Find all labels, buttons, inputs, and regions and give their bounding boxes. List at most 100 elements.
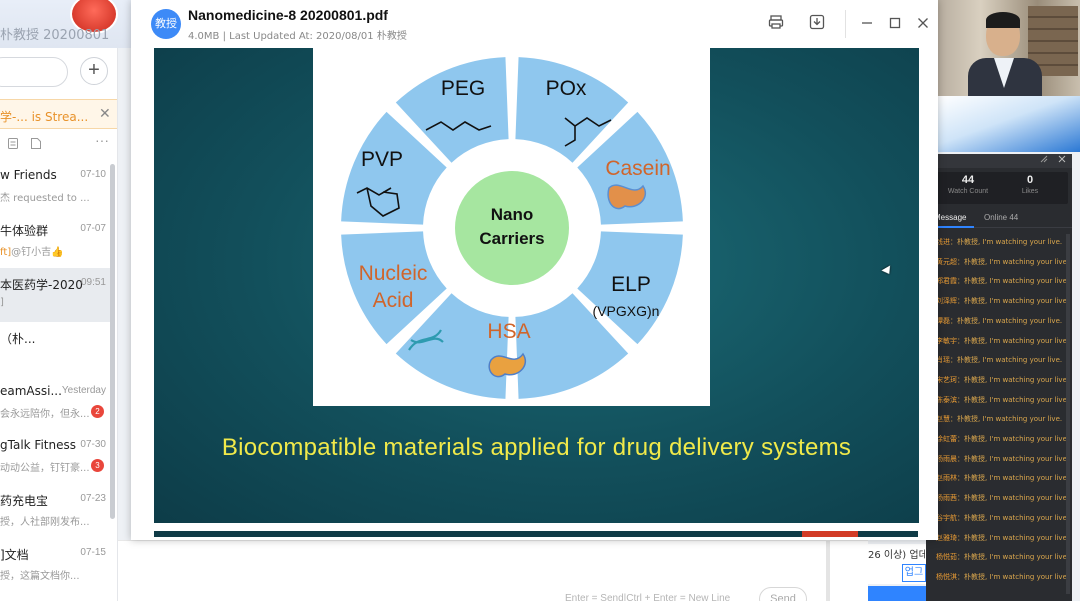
chat-item-name: 牛体验群: [0, 224, 49, 238]
live-message-text: ：朴教授, I'm watching your live.: [957, 257, 1070, 266]
send-button[interactable]: Send: [759, 587, 807, 601]
tab-online[interactable]: Online 44: [984, 213, 1019, 222]
resize-icon[interactable]: [1040, 155, 1048, 166]
wheel-segment: [341, 231, 447, 345]
wheel-segment: [577, 231, 683, 345]
chat-item-name: （朴...: [0, 332, 36, 346]
close-icon[interactable]: [913, 14, 933, 34]
minimize-icon[interactable]: [857, 14, 877, 34]
chat-item-selected[interactable]: 本医药学-2020 09:51 ]: [0, 268, 110, 322]
sidebar-scrollbar[interactable]: [110, 164, 115, 519]
live-stream-notice-text: 学-... is Strea...: [0, 110, 89, 124]
download-icon[interactable]: [807, 14, 827, 34]
close-icon[interactable]: [1058, 155, 1066, 166]
live-message-text: ：朴教授, I'm watching your live.: [957, 474, 1070, 483]
chat-item[interactable]: （朴...: [0, 322, 110, 376]
chat-item[interactable]: 药充电宝 07-23 授，人社部刚发布...: [0, 484, 110, 538]
chat-item-preview: 杰 requested to ...: [0, 193, 90, 204]
live-message-text: ：朴教授, I'm watching your live.: [957, 494, 1070, 503]
center-label-line1: Nano: [491, 205, 534, 224]
chat-item[interactable]: eamAssi... Yesterday 会永远陪你，但永... 2: [0, 376, 110, 430]
user-avatar[interactable]: [70, 0, 118, 34]
more-icon[interactable]: ···: [95, 132, 109, 148]
live-message-author: 陈泰滨: [936, 395, 957, 404]
print-icon[interactable]: [766, 14, 786, 34]
peg-structure-icon: [425, 121, 492, 131]
webcam-view[interactable]: [938, 0, 1080, 152]
document-icon[interactable]: [31, 138, 41, 152]
watch-count-label: Watch Count: [947, 188, 989, 195]
checkbox-icon[interactable]: [8, 138, 18, 152]
slide-progress-bar[interactable]: [154, 531, 918, 537]
chat-item-name: w Friends: [0, 168, 57, 182]
live-message-text: ：朴教授, I'm watching your live.: [957, 435, 1070, 443]
live-message-author: 徐虹蕾: [936, 435, 957, 443]
segment-label-elp: ELP: [611, 273, 651, 296]
close-icon[interactable]: ✕: [99, 105, 111, 121]
slide-progress-marker[interactable]: [802, 531, 858, 537]
live-message: 赵雨林：朴教授, I'm watching your live.: [936, 473, 1069, 483]
chat-item-time: 07-07: [80, 223, 106, 234]
wheel-segment: [515, 57, 629, 163]
chat-input-area[interactable]: Enter = Send|Ctrl + Enter = New Line Sen…: [118, 540, 868, 601]
live-message-text: ：朴教授, I'm watching your live.: [957, 336, 1070, 345]
likes-value: 0: [1026, 174, 1034, 186]
live-message-text: ：朴教授, I'm watching your live.: [957, 454, 1070, 463]
chat-item[interactable]: 牛体验群 07-07 ft]@钉小吉👍: [0, 214, 110, 268]
live-panel-titlebar: [926, 154, 1072, 168]
pdf-header: 教授 Nanomedicine-8 20200801.pdf 4.0MB | L…: [131, 0, 938, 48]
hsa-protein-icon: [488, 352, 526, 378]
live-message-author: 杨悦淇: [936, 572, 957, 581]
header-divider: [845, 10, 846, 38]
live-message: 黄元超：朴教授, I'm watching your live.: [936, 257, 1069, 267]
search-input[interactable]: [0, 57, 68, 87]
live-tabs: Message Online 44: [926, 208, 1072, 228]
casein-protein-icon: [607, 184, 646, 210]
live-message-text: ：朴教授, I'm watching your live.: [950, 238, 1063, 246]
chat-item[interactable]: w Friends 07-10 杰 requested to ...: [0, 160, 110, 214]
chat-item-preview: 授，这篇文档你...: [0, 571, 80, 582]
live-stream-notice[interactable]: 学-... is Strea... ✕: [0, 99, 117, 129]
background-accent-bar: [868, 586, 926, 601]
segment-label-casein: Casein: [605, 157, 670, 180]
segment-label-peg: PEG: [441, 77, 485, 100]
chat-item[interactable]: ]文档 07-15 授，这篇文档你...: [0, 538, 110, 592]
chat-item-time: 07-15: [80, 547, 106, 558]
wheel-segment: [395, 57, 509, 163]
chat-item-preview: 授，人社部刚发布...: [0, 517, 90, 528]
live-message: 宋艺珂：朴教授, I'm watching your live.: [936, 375, 1069, 385]
chat-item-preview: ]: [0, 297, 4, 308]
pdf-viewer-window: 教授 Nanomedicine-8 20200801.pdf 4.0MB | L…: [131, 0, 938, 540]
wheel-segment: [515, 293, 629, 399]
add-button[interactable]: +: [80, 57, 108, 85]
chat-item-time: 07-30: [80, 439, 106, 450]
live-message: 谭磊：朴教授, I'm watching your live.: [936, 316, 1062, 326]
elp-formula: (VPGXG)n: [593, 303, 660, 319]
webcam-presenter-hair: [986, 12, 1020, 28]
live-message: 郑君霞：朴教授, I'm watching your live.: [936, 276, 1069, 286]
chat-item[interactable]: gTalk Fitness 07-30 动动公益，钉钉豪... 3: [0, 430, 110, 484]
wheel-center: [455, 171, 569, 285]
upgrade-button[interactable]: 업그: [902, 564, 926, 582]
live-message: 陈泰滨：朴教授, I'm watching your live.: [936, 395, 1069, 405]
chat-item-preview-text: @钉小吉👍: [11, 247, 64, 258]
chat-toolbar: ···: [0, 132, 117, 158]
chat-item-preview: ft]@钉小吉👍: [0, 243, 64, 258]
pox-structure-icon: [564, 117, 612, 147]
segment-label-pvp: PVP: [361, 148, 403, 171]
input-scrollbar[interactable]: [826, 541, 830, 601]
live-messages-scrollbar[interactable]: [1066, 234, 1070, 594]
live-message: 徐虹蕾：朴教授, I'm watching your live.: [936, 434, 1069, 444]
uploader-avatar[interactable]: 教授: [151, 9, 181, 39]
maximize-icon[interactable]: [885, 14, 905, 34]
live-panel: 44 Watch Count 0 Likes Message Online 44…: [926, 154, 1072, 601]
live-message: 钱进：朴教授, I'm watching your live.: [936, 237, 1062, 247]
live-message-author: 李敏宇: [936, 336, 957, 345]
pvp-structure-icon: [356, 187, 400, 217]
live-message-text: ：朴教授, I'm watching your live.: [950, 356, 1063, 365]
slide-page[interactable]: Nano Carriers PEG POx Casein ELP (VPGXG)…: [154, 48, 919, 523]
tab-message[interactable]: Message: [934, 213, 967, 222]
chat-item-time: 09:51: [80, 277, 106, 288]
live-message-text: ：朴教授, I'm watching your live.: [950, 316, 1063, 325]
live-message-author: 赵雅琦: [936, 533, 957, 542]
